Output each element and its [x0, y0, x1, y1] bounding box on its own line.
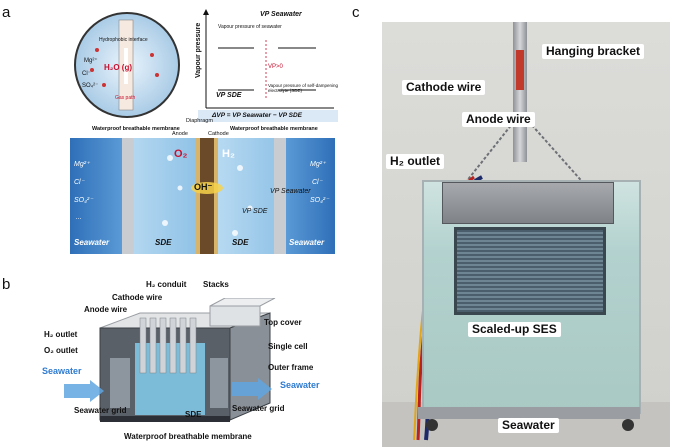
h2o-gas-label: H₂O (g): [104, 63, 132, 72]
cathode-label: Cathode: [208, 131, 229, 137]
stacks-label: Stacks: [203, 280, 229, 289]
hydrophobic-interface-label: Hydrophobic interface: [99, 37, 148, 43]
seawater-in-label: Seawater: [42, 366, 82, 376]
gas-path-label: Gas path: [115, 95, 136, 101]
panel-c-photo: Hanging bracket Cathode wire Anode wire …: [382, 22, 670, 447]
vp-of-sde: Vapour pressure of self-dampening electr…: [268, 83, 338, 93]
membrane-inset-circle: [74, 12, 180, 118]
ion-cl-right: Cl⁻: [312, 179, 323, 186]
diaphragm-label: Diaphragm: [186, 118, 213, 124]
sde-left: SDE: [155, 238, 172, 247]
inset-ion-mg: Mg²⁺: [84, 58, 98, 64]
top-cover-label: Top cover: [264, 318, 302, 327]
seawater-arrow-left: [64, 380, 104, 402]
ion-cl-left: Cl⁻: [74, 179, 85, 186]
outer-frame-label: Outer frame: [268, 363, 314, 372]
panel-letter-a: a: [2, 4, 11, 21]
inset-ion-so4: SO₄²⁻: [82, 83, 99, 89]
vp-seawater-top: VP Seawater: [260, 11, 302, 18]
h2-conduit-label: H₂ conduit: [146, 280, 187, 289]
ses-grid: [454, 227, 606, 315]
inset-ion-cl: Cl⁻: [82, 71, 91, 77]
vp-formula: ΔVP = VP Seawater − VP SDE: [212, 112, 302, 119]
panel-letter-b: b: [2, 276, 11, 293]
ion-more-left: ...: [76, 214, 82, 221]
device-3d-render: [99, 298, 276, 422]
sde-label-b: SDE: [185, 410, 202, 419]
vp-gt-zero: VP>0: [268, 64, 283, 70]
panel-b: H₂ conduit Stacks Cathode wire Anode wir…: [0, 276, 350, 447]
seawater-out-label: Seawater: [280, 380, 320, 390]
ion-mg-right: Mg²⁺: [310, 161, 326, 168]
hanging-bracket-label: Hanging bracket: [542, 44, 645, 59]
h2-outlet-label-c: H₂ outlet: [386, 154, 444, 169]
ion-so4-left: SO₄²⁻: [74, 197, 93, 204]
ion-mg-left: Mg²⁺: [74, 161, 90, 168]
vp-sde-mid: VP SDE: [242, 208, 268, 215]
oh-label: OH⁻: [194, 182, 213, 192]
membrane-label-right: Waterproof breathable membrane: [230, 126, 318, 132]
cell-cross-section: [70, 138, 335, 254]
anode-label: Anode: [172, 131, 188, 137]
sde-right: SDE: [232, 238, 249, 247]
vp-sde-bottom: VP SDE: [216, 92, 242, 99]
vapour-pressure-plot: [198, 9, 338, 122]
panel-letter-c: c: [352, 4, 360, 21]
h2-label: H₂: [222, 148, 235, 160]
vp-ylabel: Vapour pressure: [195, 22, 202, 78]
seawater-arrow-right: [232, 378, 272, 400]
membrane-label-left: Waterproof breathable membrane: [92, 126, 180, 132]
h2-outlet-label-b: H₂ outlet: [44, 330, 78, 339]
anode-wire-label-c: Anode wire: [462, 112, 535, 127]
seawater-left: Seawater: [74, 238, 110, 247]
vp-seawater-mid: VP Seawater: [270, 188, 311, 195]
seawater-grid-right-label: Seawater grid: [232, 404, 285, 413]
cathode-wire-label-b: Cathode wire: [112, 293, 163, 302]
ion-so4-right: SO₄²⁻: [310, 197, 329, 204]
cathode-wire-label-c: Cathode wire: [402, 80, 486, 95]
seawater-label-c: Seawater: [498, 418, 559, 433]
membrane-label-b: Waterproof breathable membrane: [124, 432, 252, 441]
o2-outlet-label: O₂ outlet: [44, 346, 78, 355]
seawater-grid-left-label: Seawater grid: [74, 406, 127, 415]
scaled-up-ses-label: Scaled-up SES: [468, 322, 561, 337]
single-cell-label: Single cell: [268, 342, 308, 351]
scaled-up-ses-device: [442, 182, 614, 224]
vp-of-seawater: Vapour pressure of seawater: [218, 24, 282, 30]
panel-a: Hydrophobic interface H₂O (g) Gas path M…: [0, 0, 350, 276]
anode-wire-label-b: Anode wire: [84, 305, 128, 314]
o2-label: O₂: [174, 148, 188, 160]
seawater-right: Seawater: [289, 238, 325, 247]
